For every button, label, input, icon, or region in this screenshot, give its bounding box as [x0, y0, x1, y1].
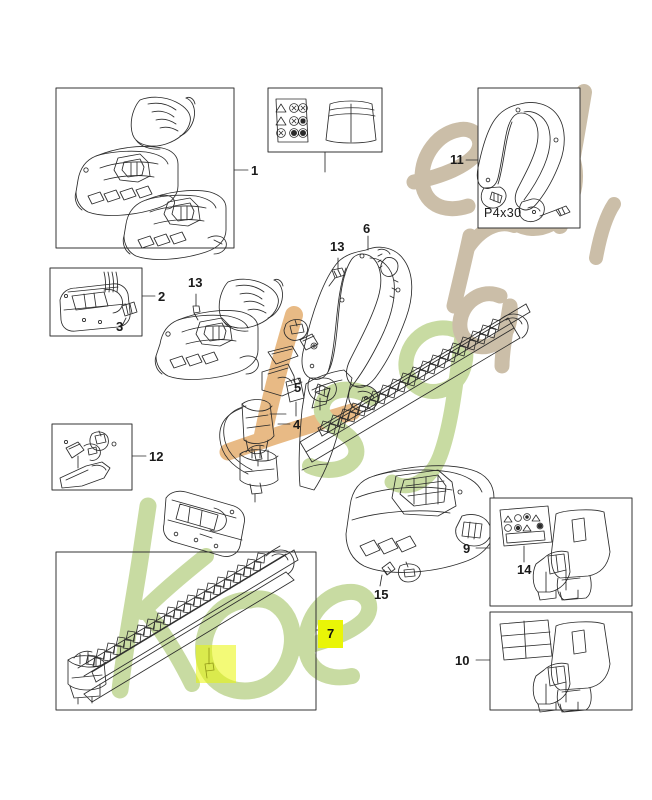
group-handle-6 — [298, 246, 413, 491]
highlight-patch-box7 — [196, 645, 236, 683]
group-box-9 — [475, 497, 633, 607]
callout-15: 15 — [374, 587, 389, 602]
group-small-parts — [219, 319, 319, 503]
callout-11: 11 — [450, 152, 464, 167]
group-box-12 — [51, 423, 147, 491]
callout-12: 12 — [149, 449, 164, 464]
callout-4: 4 — [293, 417, 301, 432]
callout-13-left: 13 — [188, 275, 203, 290]
callout-2: 2 — [158, 289, 166, 304]
callout-9: 9 — [463, 541, 471, 556]
group-box-10 — [475, 611, 633, 713]
group-box-2 — [49, 267, 156, 337]
callout-1: 1 — [251, 163, 259, 178]
callout-13-right: 13 — [330, 239, 345, 254]
screw-code-label: P4x30 — [484, 206, 522, 220]
group-mid-housing — [154, 257, 346, 380]
group-cutter-mount — [163, 490, 245, 557]
callout-14: 14 — [517, 562, 532, 577]
callout-6: 6 — [363, 221, 371, 236]
callout-7: 7 — [318, 620, 344, 648]
group-box-1 — [55, 87, 249, 260]
callout-10: 10 — [455, 653, 470, 668]
group-box-7 — [55, 545, 331, 711]
leader-lines — [277, 235, 369, 425]
group-box-decal — [267, 87, 383, 173]
callout-3: 3 — [116, 319, 124, 334]
callout-5: 5 — [294, 380, 302, 395]
group-main-body — [345, 465, 495, 587]
